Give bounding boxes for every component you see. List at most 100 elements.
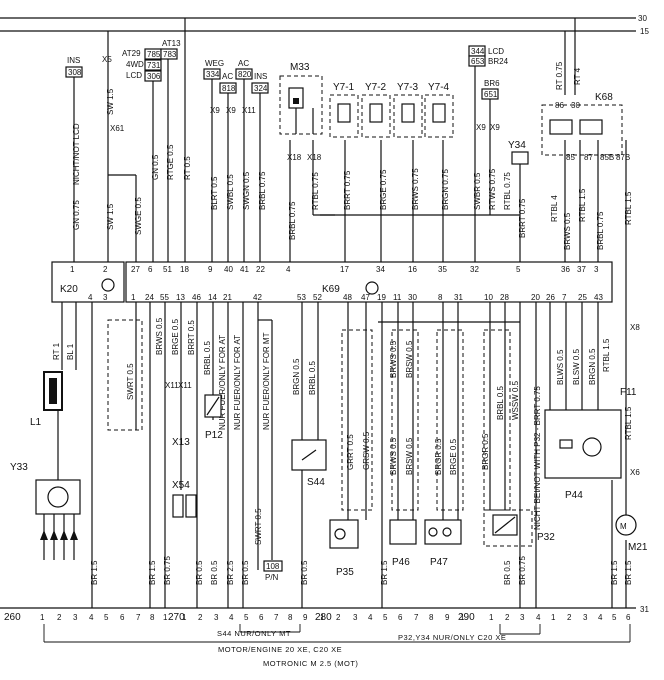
y72-label: Y7-2 bbox=[365, 82, 387, 93]
4wd-label: 4WD bbox=[126, 60, 144, 69]
note-motronic: MOTRONIC M 2.5 (MOT) bbox=[263, 659, 358, 668]
ground-pin-num: 1 bbox=[551, 613, 556, 622]
wire-gn075: GN 0.75 bbox=[72, 200, 81, 230]
m33-idle-actuator: M33 bbox=[279, 62, 323, 135]
at13-num: 783 bbox=[163, 50, 177, 59]
wire-blrt05: BLRT 0.5 bbox=[210, 176, 219, 210]
k69-bottom-pin-20: 20 bbox=[531, 293, 540, 302]
4wd-box bbox=[144, 59, 162, 71]
wire-rtbl15: RTBL 1.5 bbox=[578, 188, 587, 222]
lcd-label: LCD bbox=[126, 71, 142, 80]
lcd-num: 306 bbox=[147, 72, 161, 81]
wire-swbl05: SWBL 0.5 bbox=[226, 174, 235, 210]
y33-distributor: Y33 bbox=[10, 410, 81, 560]
bottom-wires bbox=[61, 302, 627, 608]
wire-rtbl15: RTBL 1.5 bbox=[602, 338, 611, 372]
wire-sw15b: SW 1.5 bbox=[106, 203, 115, 230]
weg-num: 334 bbox=[206, 70, 220, 79]
wire-wssw05: WSSW 0.5 bbox=[511, 380, 520, 420]
k69-bottom-pin-47: 47 bbox=[361, 293, 370, 302]
k69-top-pin-5: 5 bbox=[516, 265, 521, 274]
m21-label: M21 bbox=[628, 542, 648, 553]
ground-pin-num: 4 bbox=[89, 613, 94, 622]
p47-label: P47 bbox=[430, 557, 448, 568]
ac1-num: 818 bbox=[222, 84, 236, 93]
k68-pin-87b: 87B bbox=[616, 153, 630, 162]
p44-air-mass-meter: P44 F11 X8 X6 bbox=[544, 323, 640, 501]
k69-top-pin-3: 3 bbox=[594, 265, 599, 274]
ground-pin-num: 1 bbox=[460, 613, 465, 622]
x9d-label: X9 bbox=[490, 123, 500, 132]
k69-top-pin-6: 6 bbox=[148, 265, 153, 274]
k69-bottom-pin-11: 11 bbox=[393, 293, 402, 302]
wire-brws075a: BRWS 0.75 bbox=[411, 168, 420, 210]
k68-pin-30: 30 bbox=[571, 101, 580, 110]
s44-switch: S44 bbox=[291, 439, 327, 488]
ground-pin-num: 8 bbox=[150, 613, 155, 622]
k69-top-pin-40: 40 bbox=[224, 265, 233, 274]
m33-label: M33 bbox=[290, 62, 310, 73]
y71-label: Y7-1 bbox=[333, 82, 355, 93]
k69-top-pin-36: 36 bbox=[561, 265, 570, 274]
k69-top-pin-51: 51 bbox=[163, 265, 172, 274]
footnotes: S44 NUR/ONLY MT P32,Y34 NUR/ONLY C20 XE … bbox=[43, 624, 631, 668]
ground-pin-num: 3 bbox=[583, 613, 588, 622]
ground-pin-num: 1 bbox=[320, 613, 325, 622]
k20-pin-2: 2 bbox=[103, 265, 108, 274]
k69-bottom-pin-7: 7 bbox=[562, 293, 567, 302]
x11a-label: X11 bbox=[165, 381, 179, 390]
ac2-num: 820 bbox=[238, 70, 252, 79]
x9c-label: X9 bbox=[476, 123, 486, 132]
wire-nicht-lcd: NICHT/NOT LCD bbox=[72, 123, 81, 185]
k68-pin-86: 86 bbox=[555, 101, 564, 110]
wire-rtbl15b: RTBL 1.5 bbox=[624, 191, 633, 225]
ground-pin-num: 6 bbox=[626, 613, 631, 622]
lcd2-label: LCD bbox=[488, 47, 504, 56]
y74-label: Y7-4 bbox=[428, 82, 450, 93]
ground-pin-num: 6 bbox=[120, 613, 125, 622]
ground-pin-num: 4 bbox=[368, 613, 373, 622]
wire-brws05b: BRWS 0.5 bbox=[389, 340, 398, 378]
k69-bottom-pin-24: 24 bbox=[145, 293, 154, 302]
rail-30-label: 30 bbox=[638, 14, 647, 23]
wire-nur-at1: NUR FUER/ONLY FOR AT bbox=[218, 335, 227, 430]
ground-pin-num: 2 bbox=[198, 613, 203, 622]
wire-swge05: SWGE 0.5 bbox=[134, 197, 143, 235]
at13-label: AT13 bbox=[162, 39, 181, 48]
bottom-wire-labels: RT 1 BL 1 SWRT 0.5 BRWS 0.5 BRGE 0.5 BRR… bbox=[52, 317, 633, 585]
ground-pin-num: 7 bbox=[414, 613, 419, 622]
br6-label: BR6 bbox=[484, 79, 500, 88]
ground-pin-num: 4 bbox=[229, 613, 234, 622]
wire-brge05: BRGE 0.5 bbox=[171, 318, 180, 355]
wire-swgn05: SWGN 0.5 bbox=[242, 171, 251, 210]
k69-bottom-pin-43: 43 bbox=[594, 293, 603, 302]
wire-br075: BR 0.75 bbox=[163, 556, 172, 585]
ac2-label: AC bbox=[238, 59, 249, 68]
ground-pin-num: 2 bbox=[505, 613, 510, 622]
k68-pin-87: 87 bbox=[584, 153, 593, 162]
k69-top-pin-17: 17 bbox=[340, 265, 349, 274]
x54-label: X54 bbox=[172, 480, 190, 491]
wire-rtws075: RTWS 0.75 bbox=[488, 168, 497, 210]
sensor-group-left: X11 X11 X13 P12 X54 bbox=[165, 381, 223, 518]
wire-grrt05: GRRT 0.5 bbox=[346, 434, 355, 470]
k69-bottom-pin-26: 26 bbox=[546, 293, 555, 302]
l1-ignition-coil: L1 bbox=[30, 371, 63, 428]
k69-top-pin-18: 18 bbox=[180, 265, 189, 274]
wire-grsw05: GRSW 0.5 bbox=[362, 431, 371, 470]
wire-rtbl075a: RTBL 0.75 bbox=[311, 172, 320, 210]
k20-pin-3: 3 bbox=[103, 293, 108, 302]
wire-rt1: RT 1 bbox=[52, 342, 61, 360]
wire-brbl075b: BRBL 0.75 bbox=[288, 201, 297, 240]
k69-bottom-pin-53: 53 bbox=[297, 293, 306, 302]
ground-pin-num: 5 bbox=[244, 613, 249, 622]
wire-br15a: BR 1.5 bbox=[90, 560, 99, 585]
k69-top-pin-22: 22 bbox=[256, 265, 265, 274]
option-labels: INS 308 X5 X61 AT29 4WD LCD 785 731 306 … bbox=[65, 39, 509, 133]
4wd-num: 731 bbox=[147, 61, 161, 70]
y34-solenoid: Y34 bbox=[508, 140, 529, 165]
x18b-label: X18 bbox=[307, 153, 322, 162]
ground-pin-num: 1 bbox=[163, 613, 168, 622]
